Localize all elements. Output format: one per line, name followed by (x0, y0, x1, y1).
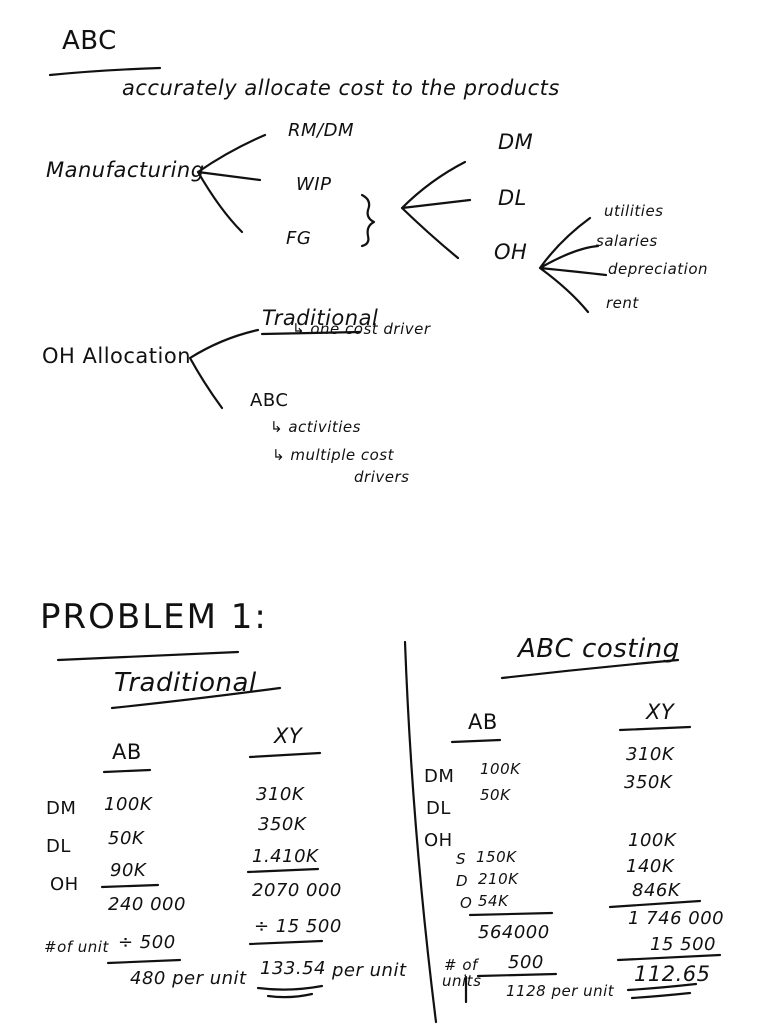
abc-note-activities: ↳ activities (270, 418, 361, 436)
component-oh: OH (494, 240, 528, 264)
abc-ab-oh-d: 210K (478, 870, 519, 888)
abc-xy-answer-underline (626, 982, 698, 1000)
oh-items-branch-lines (538, 216, 608, 314)
trad-xy-dl: 350K (258, 814, 307, 835)
abc-ab-total-line (468, 911, 554, 917)
abc-xy-oh-s: 100K (628, 830, 677, 851)
abc-ab-per-unit: 1128 per unit (506, 982, 615, 1000)
abc-units-label-1: # of (444, 956, 478, 974)
trad-ab-units: ÷ 500 (118, 932, 176, 953)
trad-row-oh: OH (50, 874, 79, 895)
abc-ab-oh-s: 150K (476, 848, 517, 866)
abc-ab-units: 500 (508, 952, 544, 973)
traditional-note: ↳ one cost driver (292, 320, 431, 338)
trad-xy-units: ÷ 15 500 (254, 916, 342, 937)
trad-xy-underline (248, 751, 322, 759)
trad-ab-units-line (106, 958, 182, 965)
wip-fg-brace (360, 193, 376, 248)
traditional-heading: Traditional (114, 668, 257, 698)
stage-wip: WIP (296, 174, 332, 195)
abc-ab-oh-o: 54K (478, 892, 509, 910)
abc-definition: accurately allocate cost to the products (122, 76, 560, 100)
abc-units-label-2: units (442, 972, 482, 990)
oh-allocation-label: OH Allocation (42, 344, 192, 368)
trad-ab-underline (102, 768, 152, 774)
stage-fg: FG (286, 228, 312, 249)
trad-xy-units-line (248, 939, 324, 946)
trad-col-xy: XY (274, 724, 303, 748)
abc-ab-dl: 50K (480, 786, 511, 804)
trad-xy-per-unit-suffix: per unit (332, 960, 407, 981)
abc-xy-dl: 350K (624, 772, 673, 793)
abc-ab-underline (450, 738, 502, 744)
abc-row-oh: OH (424, 830, 453, 851)
abc-note-multiple-cost: ↳ multiple cost (272, 446, 394, 464)
oh-item-salaries: salaries (596, 232, 658, 250)
abc-xy-units-line (616, 953, 722, 962)
manufacturing-branch-lines (196, 133, 267, 234)
abc-col-ab: AB (468, 710, 498, 734)
trad-row-dl: DL (46, 836, 71, 857)
abc-xy-per-unit: 112.65 (634, 962, 711, 986)
abc-ab-total: 564000 (478, 922, 550, 943)
abc-note-drivers: drivers (354, 468, 410, 486)
traditional-underline (260, 330, 362, 336)
trad-ab-total: 240 000 (108, 894, 186, 915)
abc-xy-dm: 310K (626, 744, 675, 765)
abc-xy-units: 15 500 (650, 934, 716, 955)
abc-heading-underline (48, 66, 162, 77)
traditional-label: Traditional (262, 306, 379, 330)
trad-xy-per-unit: 133.54 (260, 958, 326, 979)
abc-xy-underline (618, 725, 692, 732)
abc-label: ABC (250, 390, 289, 411)
trad-xy-dm: 310K (256, 784, 305, 805)
abc-xy-oh-o: 846K (632, 880, 681, 901)
abc-row-dl: DL (426, 798, 451, 819)
stage-rm-dm: RM/DM (288, 120, 354, 141)
component-dl: DL (498, 186, 527, 210)
trad-ab-total-line (100, 883, 160, 889)
abc-row-dm: DM (424, 766, 455, 787)
trad-row-dm: DM (46, 798, 77, 819)
abc-costing-underline (500, 658, 680, 680)
trad-xy-oh: 1.410K (252, 846, 319, 867)
problem-underline (56, 650, 240, 662)
problem-title: PROBLEM 1: (40, 597, 268, 637)
trad-xy-total-line (246, 867, 320, 874)
abc-heading: ABC (62, 26, 117, 56)
abc-oh-label-d: D (456, 872, 469, 890)
trad-units-label: #of unit (44, 938, 109, 956)
abc-xy-total: 1 746 000 (628, 908, 725, 929)
cost-component-branch-lines (400, 160, 472, 260)
oh-item-utilities: utilities (604, 202, 664, 220)
abc-ab-units-line (476, 972, 558, 978)
abc-oh-label-o: O (460, 894, 473, 912)
trad-ab-dl: 50K (108, 828, 145, 849)
column-divider (403, 640, 438, 1024)
manufacturing-label: Manufacturing (46, 158, 205, 182)
abc-xy-total-line (608, 899, 702, 909)
trad-ab-oh: 90K (110, 860, 147, 881)
trad-xy-total: 2070 000 (252, 880, 342, 901)
oh-item-rent: rent (606, 294, 639, 312)
component-dm: DM (498, 130, 534, 154)
abc-costing-heading: ABC costing (518, 634, 680, 664)
traditional-heading-underline (110, 686, 282, 710)
oh-allocation-branch-lines (188, 328, 260, 410)
abc-xy-oh-d: 140K (626, 856, 675, 877)
trad-ab-dm: 100K (104, 794, 153, 815)
abc-oh-label-s: S (456, 850, 467, 868)
trad-ab-per-unit: 480 per unit (130, 968, 247, 989)
trad-col-ab: AB (112, 740, 142, 764)
trad-xy-answer-underline (256, 984, 324, 999)
abc-ab-dm: 100K (480, 760, 521, 778)
abc-col-xy: XY (646, 700, 675, 724)
oh-item-depreciation: depreciation (608, 260, 709, 278)
